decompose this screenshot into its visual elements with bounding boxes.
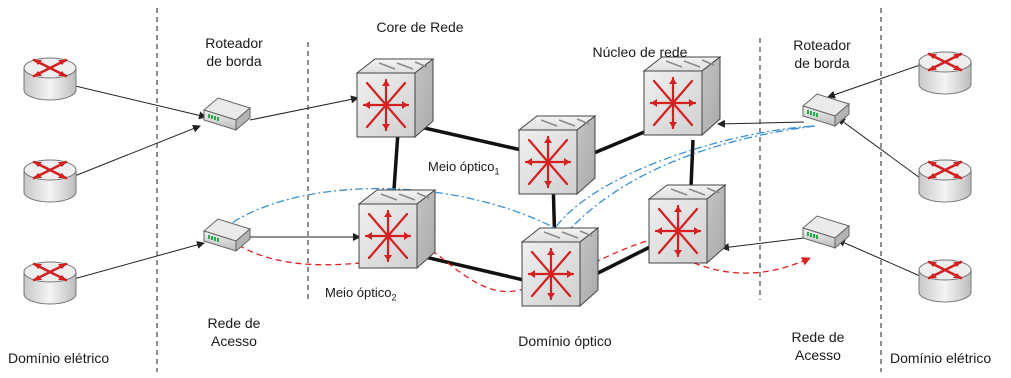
edge-router-icon [203, 97, 251, 131]
access-device-icon [203, 218, 251, 252]
blue-lightpath [219, 125, 816, 233]
network-core-label: Núcleo de rede [592, 44, 688, 60]
domain-dividers [156, 8, 882, 372]
link-er1-core [249, 95, 359, 121]
router-icon [917, 158, 973, 204]
router-icon [917, 50, 973, 96]
optical-medium-1-label: Meio óptico1 [428, 158, 500, 176]
access-network-label-left-line2: Acesso [211, 333, 257, 349]
access-network-label-right-line2: Acesso [795, 347, 841, 363]
optical-medium-1-text: Meio óptico [428, 159, 495, 174]
optical-switch-icon [355, 57, 435, 139]
edge-router-label-left: Roteador de borda [194, 34, 274, 70]
link-e5-er2 [837, 117, 921, 179]
access-links [49, 64, 921, 286]
optical-medium-2-label: Meio óptico2 [325, 284, 397, 302]
optical-domain-label: Domínio óptico [518, 333, 612, 349]
electric-domain-label-right: Domínio elétrico [890, 350, 992, 366]
edge-router-label-right-line1: Roteador [793, 37, 851, 53]
link-ar2-core [721, 237, 805, 252]
access-network-label-right-line1: Rede de [791, 329, 845, 345]
electric-domain-label-left: Domínio elétrico [8, 350, 110, 366]
edge-router-label-right-line2: de borda [794, 55, 850, 71]
link-e4-er2 [827, 64, 921, 99]
access-network-label-left-line1: Rede de [207, 315, 261, 331]
edge-router-label-left-line1: Roteador [205, 35, 263, 51]
optical-switch-icon [357, 188, 437, 270]
optical-medium-2-subscript: 2 [391, 292, 397, 303]
optical-switch-icon [642, 55, 722, 137]
optical-switch-icon [647, 183, 727, 265]
router-icon [917, 258, 973, 304]
optical-switch-icon [517, 114, 597, 196]
edge-router-label-left-line2: de borda [206, 53, 262, 69]
link-e3-ar1 [51, 241, 205, 286]
blue-lightpath-arrow [561, 125, 816, 239]
optical-medium-2-text: Meio óptico [325, 285, 392, 300]
router-icon [22, 260, 78, 306]
link-e6-ar2 [837, 239, 921, 277]
router-icon [22, 56, 78, 102]
edge-router-label-right: Roteador de borda [782, 36, 862, 72]
link-e2-er1 [51, 124, 201, 186]
access-network-label-right: Rede de Acesso [780, 328, 856, 364]
access-device-icon [802, 215, 850, 249]
access-network-label-left: Rede de Acesso [196, 314, 272, 350]
optical-switch-icon [520, 226, 600, 308]
optical-medium-1-subscript: 1 [494, 166, 500, 177]
router-icon [22, 158, 78, 204]
link-er2-core [717, 119, 805, 128]
core-network-label: Core de Rede [376, 19, 464, 35]
